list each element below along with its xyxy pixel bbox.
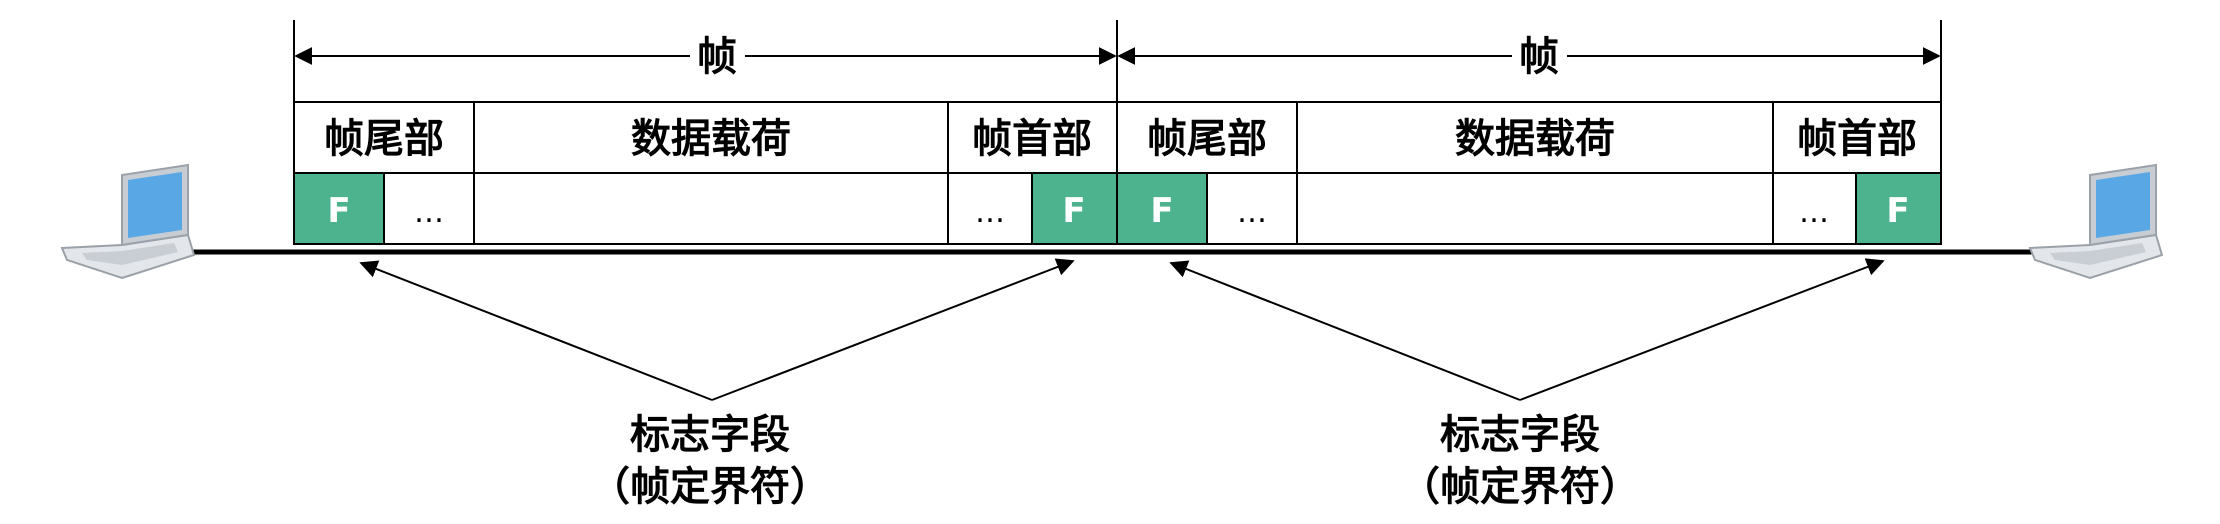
callout-2-line2: （帧定界符） (1400, 464, 1640, 510)
frame-2-ellipsis-right: … (1799, 195, 1829, 230)
frame-1-flag-right (1033, 174, 1116, 243)
frame-1-payload-label: 数据载荷 (631, 116, 791, 162)
frame-2-flag-right-label: F (1886, 191, 1909, 231)
frame-1-flag-right-label: F (1062, 191, 1085, 231)
frame-2-trailer-label: 帧尾部 (1147, 116, 1267, 162)
frame-2-ellipsis-left: … (1237, 195, 1267, 230)
frame-2-flag-left-label: F (1150, 191, 1173, 231)
callout-2-line1: 标志字段 (1440, 412, 1600, 458)
frame-1-header-label: 帧首部 (972, 116, 1092, 162)
callout-1-line1: 标志字段 (630, 412, 790, 458)
callout-1-line2: （帧定界符） (590, 464, 830, 510)
frame-1: 帧 帧尾部 数据载荷 帧首部 F … … F (293, 20, 1118, 245)
frame-1-flag-left (295, 174, 383, 243)
frame-2-span-label: 帧 (1519, 34, 1559, 80)
frame-1-trailer-label: 帧尾部 (324, 116, 444, 162)
left-laptop-icon (60, 163, 196, 280)
frame-1-span-label: 帧 (697, 34, 737, 80)
frame-2-flag-right (1857, 174, 1940, 243)
frame-2: 帧 帧尾部 数据载荷 帧首部 F … … F (1116, 20, 1942, 245)
frame-1-flag-left-label: F (327, 191, 350, 231)
callout-1-arrows (359, 258, 1075, 401)
frame-1-ellipsis-left: … (414, 195, 444, 230)
frame-2-payload-label: 数据载荷 (1455, 116, 1615, 162)
frame-2-flag-left (1118, 174, 1206, 243)
frame-1-ellipsis-right: … (975, 195, 1005, 230)
right-laptop-icon (2028, 163, 2164, 280)
frame-2-header-label: 帧首部 (1797, 116, 1917, 162)
callout-2-arrows (1169, 258, 1885, 401)
